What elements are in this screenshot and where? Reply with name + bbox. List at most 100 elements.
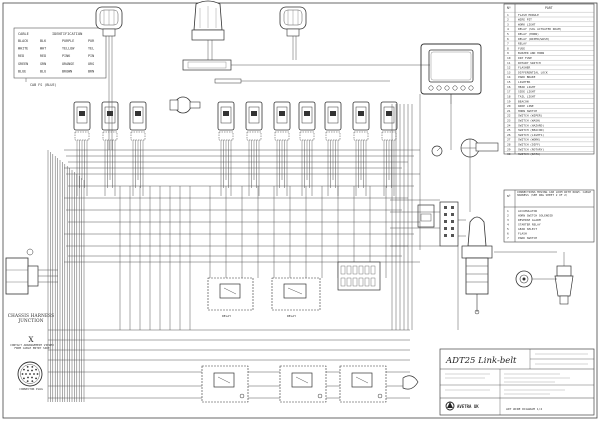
- wire-harness: [38, 36, 565, 402]
- rocker-switch: [217, 101, 235, 150]
- connection-row-number: 2: [507, 214, 509, 218]
- connection-row-name: PARK SWITCH: [518, 236, 537, 240]
- parts-row-name: SWITCH (BEACON): [518, 128, 544, 132]
- round-connector-plug: CONNECTOR PLUG: [17, 361, 43, 391]
- parts-row-name: DIFFERENTIAL LOCK: [518, 70, 548, 74]
- relay-left-label: RELAY: [222, 314, 231, 318]
- legend-cell: YELLOW: [62, 47, 75, 51]
- parts-row-name: BEACON: [518, 99, 529, 103]
- parts-row-number: 22: [507, 114, 511, 118]
- connection-row-number: 4: [507, 223, 509, 227]
- coil-component: [402, 375, 419, 390]
- steering-column-switch: [460, 138, 499, 158]
- parts-row-name: SWITCH (HAZARD): [518, 123, 544, 127]
- parts-row-name: PARK BRAKE: [518, 75, 536, 79]
- parts-row-number: 17: [507, 90, 511, 94]
- work-light-left: [95, 6, 123, 37]
- parts-row-name: HEAD LIGHT: [518, 85, 536, 89]
- parts-row-number: 21: [507, 109, 511, 113]
- parts-row-name: SWITCH (LIGHTS): [518, 133, 544, 137]
- parts-row-name: SWITCH (DIFF): [518, 142, 541, 146]
- fuse-module: [182, 59, 242, 84]
- parts-row-number: 12: [507, 66, 511, 70]
- rocker-switch-row: [73, 101, 398, 150]
- connector-block: [439, 201, 459, 247]
- legend-cell: PIN: [88, 54, 94, 58]
- parts-row-number: 28: [507, 142, 511, 146]
- bottom-relay-row: [201, 365, 387, 403]
- connection-row-number: 6: [507, 232, 509, 236]
- parts-header-no: Nº: [507, 6, 511, 10]
- legend-cell: YEL: [88, 47, 94, 51]
- parts-row-name: BUZZER AND HORN: [518, 51, 544, 55]
- legend-cell: PINK: [62, 54, 71, 58]
- horn-button: [515, 270, 533, 288]
- parts-row-number: 30: [507, 152, 511, 156]
- fuse-strip: [337, 261, 381, 291]
- parts-header-part: PART: [545, 6, 553, 10]
- relay-box-left: RELAY: [207, 277, 254, 318]
- connection-row-name: HORN SWITCH SOLENOID: [518, 214, 553, 218]
- legend-cell: BLK: [40, 39, 47, 43]
- work-light-right: [279, 6, 307, 37]
- chassis-connector-left: [5, 248, 39, 295]
- parts-row-number: 18: [507, 94, 511, 98]
- parts-row-number: 3: [507, 22, 509, 26]
- legend-header-cable: CABLE: [18, 32, 29, 36]
- connection-row-number: 7: [507, 236, 509, 240]
- rocker-switch: [324, 101, 342, 150]
- parts-row-number: 13: [507, 70, 511, 74]
- parts-row-number: 9: [507, 51, 509, 55]
- parts-row-number: 1: [507, 13, 509, 17]
- rocker-switch: [245, 101, 263, 150]
- contact-arrangement-note: CONTACT ARRANGEMENT VIEWED FROM CABLE EN…: [10, 344, 54, 351]
- parts-row-name: SWITCH (WORK): [518, 138, 541, 142]
- legend-cell: BRN: [88, 69, 94, 73]
- parts-row-name: FLASHER: [518, 66, 530, 70]
- rocker-switch: [352, 101, 370, 150]
- parts-row-name: RELAY (HORN): [518, 32, 539, 36]
- parts-row-number: 10: [507, 56, 511, 60]
- relay-box: [201, 365, 249, 403]
- legend-cell: BROWN: [62, 69, 72, 73]
- parts-row-number: 8: [507, 46, 509, 50]
- rocker-switch: [298, 101, 316, 150]
- parts-row-name: FUSE: [518, 46, 525, 50]
- parts-row-name: RELAY (WIPER/WASH): [518, 37, 550, 41]
- parts-row-number: 20: [507, 104, 511, 108]
- parts-row-number: 2: [507, 18, 509, 22]
- parts-row-name: WORK LIGHT: [518, 22, 536, 26]
- parts-row-number: 29: [507, 147, 511, 151]
- legend-cell: BLUE: [18, 69, 26, 73]
- horn-motor: [169, 96, 201, 114]
- relay-module-small: [417, 204, 435, 228]
- connection-row-name: FLASH: [518, 232, 527, 236]
- legend-note: CAB FS (BLUE): [30, 83, 57, 87]
- legend-cell: BLU: [40, 69, 46, 73]
- legend-cell: BLACK: [18, 39, 29, 43]
- parts-row-number: 24: [507, 123, 511, 127]
- connection-row-name: ACCUMULATOR: [518, 209, 537, 213]
- monitor-display: [420, 43, 482, 104]
- drawing-number: ADT WIRE DIAGRAM 1/2: [506, 407, 542, 411]
- parts-row-number: 5: [507, 32, 509, 36]
- gauge-dial: [431, 145, 443, 157]
- legend-cell: GREEN: [18, 62, 28, 66]
- beacon-lamp: [191, 0, 225, 41]
- parts-row-name: LIGHTER: [518, 80, 530, 84]
- connection-row-number: 3: [507, 218, 509, 222]
- parts-row-name: RELAY: [518, 42, 527, 46]
- connection-row-name: REVERSE ALARM: [518, 218, 541, 222]
- legend-cell: RED: [40, 54, 46, 58]
- parts-row-name: DIP FUSE: [518, 56, 532, 60]
- parts-row-number: 26: [507, 133, 511, 137]
- chassis-junction-label: CHASSIS HARNESS JUNCTION X CONTACT ARRAN…: [8, 313, 54, 351]
- relay-box: [339, 365, 387, 403]
- parts-row-name: WIRE PIT: [518, 18, 532, 22]
- rocker-switch: [73, 101, 91, 150]
- junction-mark: X: [29, 336, 34, 344]
- connection-row-number: 1: [507, 209, 509, 213]
- company-name: AVETRA UK: [457, 404, 479, 409]
